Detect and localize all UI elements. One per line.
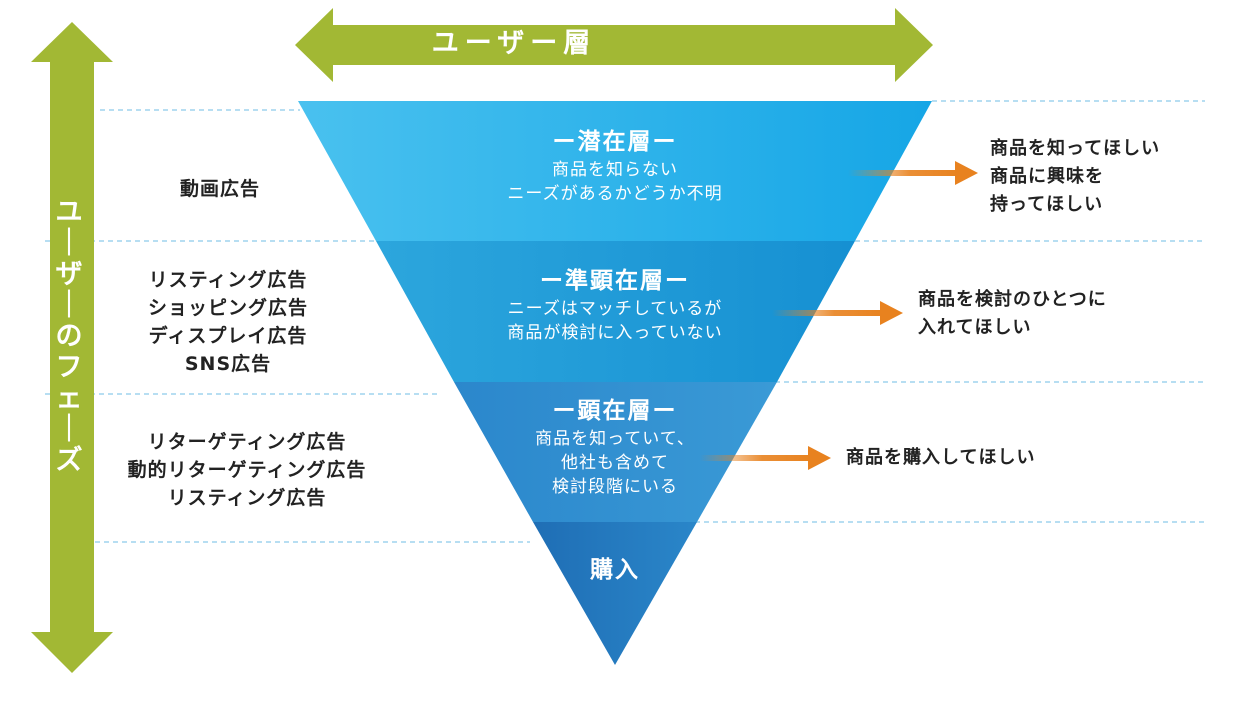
layer-description: 商品を知っていて、 他社も含めて 検討段階にいる [535,429,695,497]
goal-item: 商品を購入してほしい [846,447,1036,468]
funnel-layer-latent [298,101,932,241]
funnel-layer-purchase [533,522,697,665]
vertical-label-char: の [55,321,83,352]
ad-item: 動画広告 [179,178,260,200]
user-phase-arrow [31,22,113,673]
goal-latent: 商品を知ってほしい 商品に興味を 持ってほしい [990,135,1160,219]
ad-item: ショッピング広告 [147,297,308,319]
vertical-label-char: ェ [55,383,83,414]
user-phase-label: ユ｜ザ｜のフェ｜ズ [52,197,86,476]
goal-arrow-shaft [772,310,885,316]
funnel-layer-manifest [454,382,777,522]
layer-description: 商品を知らない ニーズがあるかどうか不明 [507,160,723,204]
vertical-label-char: フ [55,352,83,383]
ad-item: リスティング広告 [148,269,308,291]
goal-semi-manifest: 商品を検討のひとつに 入れてほしい [918,286,1107,342]
layer-semi-manifest: ー準顕在層ー ニーズはマッチしているが 商品が検討に入っていない [435,265,795,345]
ad-item: 動的リターゲティング広告 [127,459,367,481]
divider-lines [45,100,1205,543]
vertical-label-char: ｜ [55,414,83,445]
layer-title: ー準顕在層ー [540,268,690,294]
vertical-label-char: ザ [55,259,83,290]
goal-item: 持ってほしい [990,194,1104,215]
ad-item: ディスプレイ広告 [148,325,308,347]
vertical-label-char: ユ [55,197,83,228]
layer-title: ー顕在層ー [552,398,678,424]
layer-purchase: 購入 [435,554,795,586]
layer-title: ー潜在層ー [552,129,678,155]
ad-item: SNS広告 [184,353,272,375]
goal-item: 商品に興味を [990,166,1104,187]
ads-semi-manifest: リスティング広告 ショッピング広告 ディスプレイ広告 SNS広告 [63,266,393,378]
layer-description: ニーズはマッチしているが 商品が検討に入っていない [507,299,723,343]
layer-latent: ー潜在層ー 商品を知らない ニーズがあるかどうか不明 [435,126,795,206]
layer-title: 購入 [590,557,640,583]
user-layer-label: ユーザー層 [431,28,597,59]
vertical-label-char: ズ [55,445,83,476]
ads-latent: 動画広告 [55,175,385,203]
goal-arrows [700,161,978,470]
ad-item: リターゲティング広告 [147,431,347,453]
goal-item: 商品を知ってほしい [990,138,1161,159]
goal-arrow-head [880,301,903,325]
goal-manifest: 商品を購入してほしい [846,444,1035,472]
user-layer-arrow [295,8,933,82]
goal-arrow-head [955,161,978,185]
ad-item: リスティング広告 [167,487,327,509]
layer-manifest: ー顕在層ー 商品を知っていて、 他社も含めて 検討段階にいる [435,395,795,499]
funnel-layer-semi-manifest [376,241,855,382]
goal-item: 入れてほしい [918,317,1032,338]
goal-arrow-head [808,446,831,470]
vertical-label-char: ｜ [55,290,83,321]
vertical-label-char: ｜ [55,228,83,259]
ads-manifest: リターゲティング広告 動的リターゲティング広告 リスティング広告 [82,428,412,512]
goal-item: 商品を検討のひとつに [918,289,1107,310]
goal-arrow-shaft [848,170,960,176]
goal-arrow-shaft [700,455,813,461]
